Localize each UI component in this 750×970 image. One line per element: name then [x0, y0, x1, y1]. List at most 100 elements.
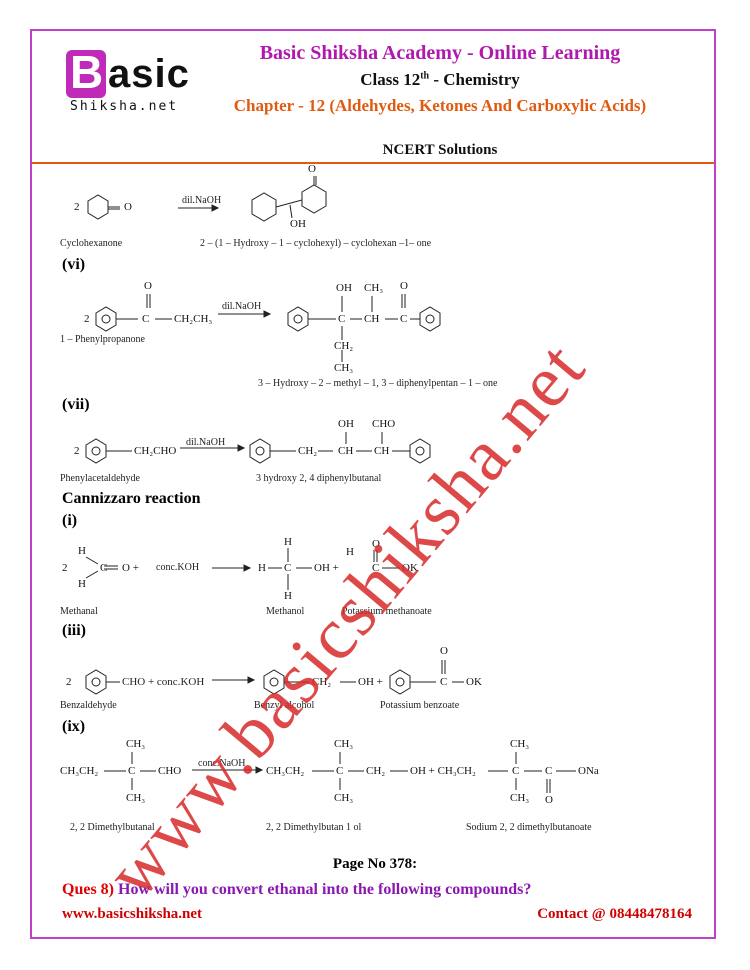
atom-label: C — [338, 313, 346, 325]
atom-label: C — [440, 676, 448, 688]
atom-group: CH₂CH₃ — [174, 313, 213, 325]
atom-label: C — [545, 765, 553, 777]
atom-label: H — [284, 536, 292, 548]
atom-label: OH — [338, 418, 354, 430]
reagent-label: conc.KOH — [156, 562, 200, 573]
atom-group: CH₃ — [364, 282, 384, 294]
atom-label: OH + CH₃CH₂ — [410, 765, 476, 777]
atom-label: O — [372, 538, 380, 550]
atom-group: CH₂ — [298, 445, 318, 457]
atom-group: CH — [338, 445, 354, 457]
atom-label: OK — [402, 562, 418, 574]
atom-label: OH + — [314, 562, 339, 574]
atom-group: CH₂ — [312, 676, 332, 688]
cyclohexane-ring — [301, 184, 327, 214]
atom-label: H — [346, 546, 354, 558]
atom-label: H — [78, 578, 86, 590]
compound-name: Potassium methanoate — [342, 606, 432, 617]
cyclohexane-ring — [87, 194, 109, 220]
part-label: (ix) — [62, 718, 86, 735]
cyclohexane-ring — [251, 192, 277, 222]
atom-label: O — [400, 280, 408, 292]
logo-text: asic — [108, 52, 190, 96]
atom-label: C — [512, 765, 520, 777]
compound-name: 3 – Hydroxy – 2 – methyl – 1, 3 – diphen… — [258, 378, 498, 389]
reagent-label: dil.NaOH — [186, 437, 226, 448]
atom-label: C — [400, 313, 408, 325]
logo-subtext: Shiksha.net — [70, 99, 179, 114]
logo-badge — [66, 50, 106, 98]
part-label: (vi) — [62, 256, 86, 273]
compound-name: 1 – Phenylpropanone — [60, 334, 145, 345]
compound-name: Methanol — [266, 606, 305, 617]
ncert-label: NCERT Solutions — [382, 142, 498, 158]
atom-group: CH₃CH₂ — [266, 765, 305, 777]
part-label: (iii) — [62, 622, 86, 639]
atom-group: CH₃ — [334, 738, 354, 750]
compound-name: Benzaldehyde — [60, 700, 117, 711]
compound-name: Cyclohexanone — [60, 238, 123, 249]
atom-label: O — [308, 163, 316, 175]
logo-letter: B — [70, 46, 104, 98]
atom-label: C — [100, 562, 108, 574]
header-divider — [32, 162, 714, 164]
coefficient: 2 — [74, 445, 80, 457]
atom-group: CH₂ — [334, 340, 354, 352]
reagent-label: dil.NaOH — [222, 301, 262, 312]
class-subject: Class 12th - Chemistry — [360, 70, 520, 89]
atom-group: CH — [364, 313, 380, 325]
atom-group: CH₃ — [126, 792, 146, 804]
page-number: Page No 378: — [332, 856, 418, 872]
part-label: (vii) — [62, 396, 90, 413]
atom-group: CH₃ — [334, 792, 354, 804]
atom-label: O + — [122, 562, 139, 574]
atom-group: CHO — [158, 765, 182, 777]
atom-group: CH₂ — [366, 765, 386, 777]
atom-label: H — [284, 590, 292, 602]
atom-label: C — [128, 765, 136, 777]
atom-group: CH₂CHO — [134, 445, 177, 457]
atom-label: H — [258, 562, 266, 574]
coefficient: 2 — [84, 313, 90, 325]
atom-label: C — [372, 562, 380, 574]
atom-group: CHO — [372, 418, 396, 430]
reagent-label: dil.NaOH — [182, 195, 222, 206]
coefficient: 2 — [74, 201, 80, 213]
compound-name: 2 – (1 – Hydroxy – 1 – cyclohexyl) – cyc… — [200, 238, 432, 249]
atom-label: OH — [336, 282, 352, 294]
footer-contact: Contact @ 08448478164 — [537, 906, 692, 922]
part-label: (i) — [62, 512, 78, 529]
atom-group: CH₃ — [510, 792, 530, 804]
atom-label: O — [545, 794, 553, 806]
atom-group: CH — [374, 445, 390, 457]
atom-group: CH₃ — [510, 738, 530, 750]
page-border — [30, 29, 716, 939]
compound-name: 2, 2 Dimethylbutanal — [70, 822, 155, 833]
compound-name: Methanal — [60, 606, 98, 617]
compound-name: 3 hydroxy 2, 4 diphenylbutanal — [256, 473, 382, 484]
compound-name: Sodium 2, 2 dimethylbutanoate — [466, 822, 592, 833]
chapter-title: Chapter - 12 (Aldehydes, Ketones And Car… — [233, 96, 647, 115]
atom-label: O — [440, 645, 448, 657]
compound-name: 2, 2 Dimethylbutan 1 ol — [266, 822, 362, 833]
atom-label: C — [284, 562, 292, 574]
atom-group: CH₃ — [334, 362, 354, 374]
atom-group: CH₃CH₂ — [60, 765, 99, 777]
compound-name: Potassium benzoate — [380, 700, 460, 711]
question: Ques 8) How will you convert ethanal int… — [62, 881, 532, 898]
atom-label: OH + — [358, 676, 383, 688]
atom-label: C — [142, 313, 150, 325]
atom-label: C — [336, 765, 344, 777]
atom-label: OK — [466, 676, 482, 688]
coefficient: 2 — [62, 562, 68, 574]
compound-name: Phenylacetaldehyde — [60, 473, 140, 484]
reagent-label: CHO + conc.KOH — [122, 676, 205, 688]
atom-label: H — [78, 545, 86, 557]
footer-website-link[interactable]: www.basicshiksha.net — [62, 906, 203, 922]
reagent-label: conc.NaOH — [198, 758, 246, 769]
section-heading: Cannizzaro reaction — [62, 490, 201, 507]
atom-label: O — [124, 201, 132, 213]
compound-name: Benzyl alcohol — [254, 700, 315, 711]
academy-title: Basic Shiksha Academy - Online Learning — [259, 42, 621, 64]
